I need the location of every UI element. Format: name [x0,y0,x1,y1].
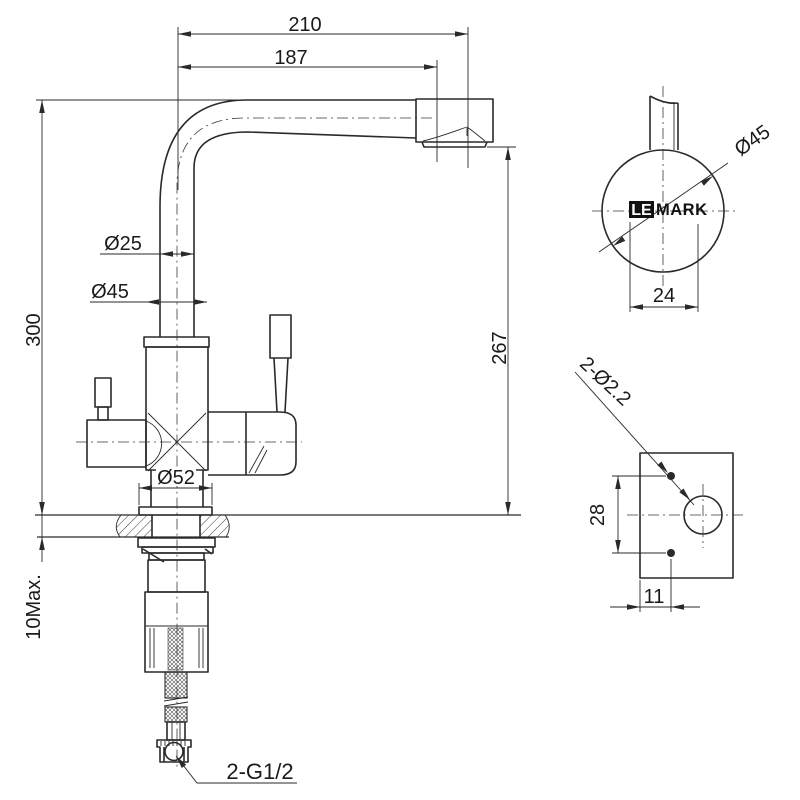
template-plate [639,452,734,579]
faucet-body-outline [86,314,297,516]
dim-overall-height-label: 300 [23,313,45,346]
dim-overall-width-label: 210 [288,14,321,36]
front-view: 210 187 300 267 Ø25 Ø45 Ø52 10Max. 2-G1/… [23,14,521,784]
left-valve-port [86,419,147,468]
dim-pipe-diameter-label: Ø25 [104,233,142,255]
spout-head [415,98,494,143]
faucet-spout-outline [159,98,494,337]
left-handle-knob [94,377,112,408]
dim-hole-spacing-label: 28 [587,504,609,526]
aerator [421,141,488,148]
top-view: LE MARK Ø45 24 [592,86,774,312]
brand-logo-suffix: MARK [656,201,708,219]
dim-hole-offset-label: 11 [644,586,665,608]
right-lever-base [246,411,297,476]
countertop-section [35,514,521,538]
flex-hose [164,671,188,699]
right-lever-grip [269,314,292,359]
dim-outlet-width-label: 24 [653,285,675,307]
pin-hole-top [667,472,675,480]
dim-deck-thickness-label: 10Max. [23,574,45,640]
dim-spout-height-label: 267 [489,331,511,364]
dim-base-diameter-label: Ø52 [157,467,195,489]
hose-nut [156,739,192,763]
dim-body-diameter-label: Ø45 [91,281,129,303]
connection-thread-label: 2-G1/2 [226,759,293,784]
mounting-shank [137,537,216,763]
front-view-dimensions: 210 187 300 267 Ø25 Ø45 Ø52 10Max. 2-G1/… [23,14,516,784]
brand-logo-prefix: LE [631,202,652,219]
base-flange [138,506,213,516]
dim-top-diameter-label: Ø45 [731,121,775,161]
hole-template-view: 2-Ø2.2 28 11 [574,353,745,612]
brand-logo-box [629,201,654,218]
dim-spout-reach-label: 187 [274,47,307,69]
vertical-centerline [176,117,432,770]
pin-hole-bottom [667,549,675,557]
